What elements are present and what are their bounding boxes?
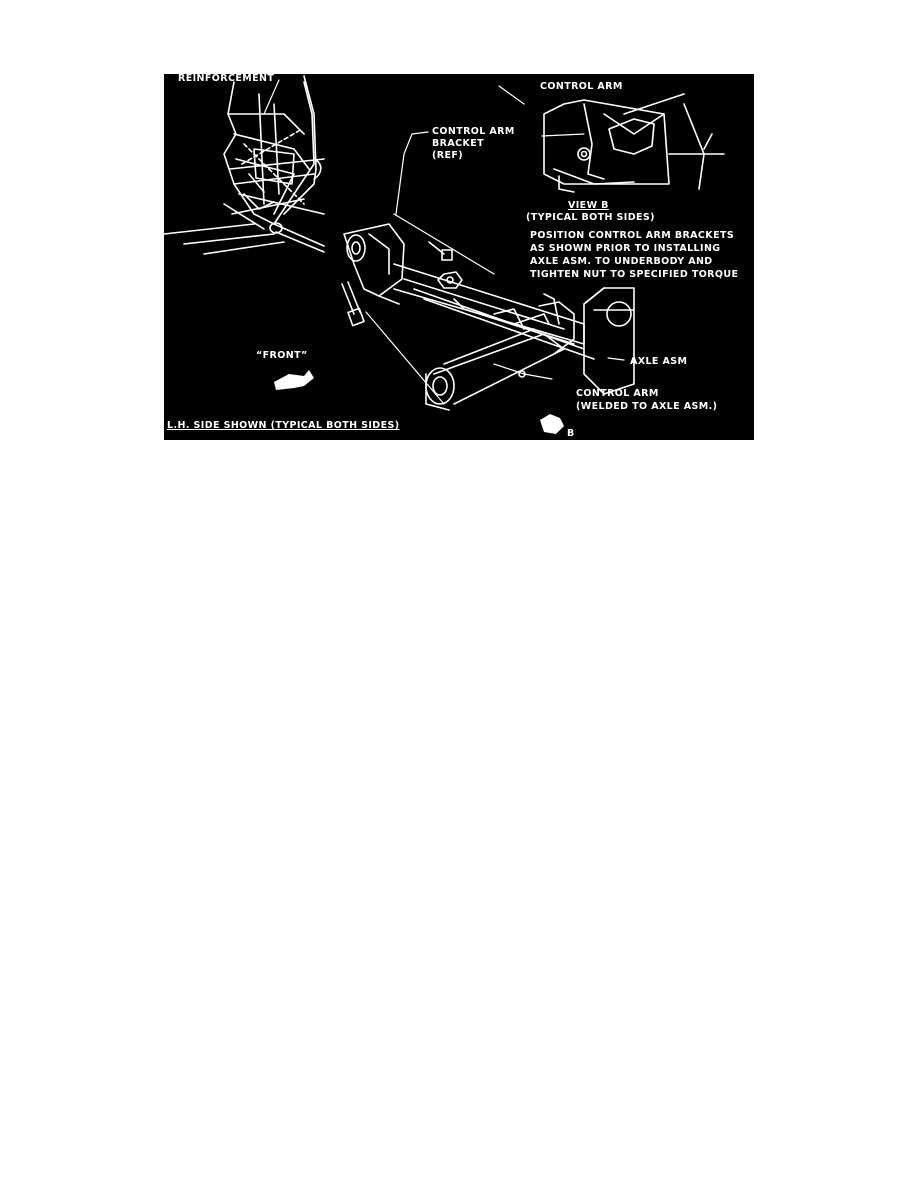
- view-b-inset: [543, 93, 725, 193]
- label-position-line-3: AXLE ASM. TO UNDERBODY AND: [530, 256, 713, 267]
- reinforcement-panel: [164, 75, 325, 255]
- line-drawing: [164, 75, 725, 434]
- label-view-b-arrow-letter: B: [567, 428, 575, 439]
- label-control-arm-welded-1: CONTROL ARM: [576, 388, 659, 399]
- front-arrow-icon: [274, 370, 314, 390]
- label-typical-both-sides: (TYPICAL BOTH SIDES): [526, 212, 655, 223]
- label-position-line-1: POSITION CONTROL ARM BRACKETS: [530, 230, 735, 241]
- control-arm-welded: [425, 313, 565, 411]
- label-control-arm-bracket-1: CONTROL ARM: [432, 126, 515, 137]
- bolt-upper-right: [428, 241, 453, 261]
- label-position-line-2: AS SHOWN PRIOR TO INSTALLING: [530, 243, 721, 254]
- nut: [437, 271, 463, 289]
- bolt-long: [269, 222, 325, 253]
- label-position-line-4: TIGHTEN NUT TO SPECIFIED TORQUE: [530, 269, 739, 280]
- control-arm-bracket: [343, 223, 405, 305]
- diagram-figure: REINFORCEMENT CONTROL ARM CONTROL ARM BR…: [164, 74, 754, 440]
- label-side-shown: L.H. SIDE SHOWN (TYPICAL BOTH SIDES): [167, 420, 400, 431]
- label-control-arm-bracket-2: BRACKET: [432, 138, 485, 149]
- label-view-b: VIEW B: [568, 200, 609, 211]
- label-axle-asm: AXLE ASM: [630, 356, 688, 367]
- label-control-arm-top: CONTROL ARM: [540, 81, 623, 92]
- bolt-lower: [341, 281, 365, 327]
- label-control-arm-welded-2: (WELDED TO AXLE ASM.): [576, 401, 718, 412]
- label-control-arm-bracket-3: (REF): [432, 150, 463, 161]
- view-b-arrow-icon: [540, 414, 564, 434]
- label-reinforcement: REINFORCEMENT: [178, 74, 275, 84]
- leader-lines: [263, 79, 625, 405]
- label-front: “FRONT”: [256, 350, 308, 361]
- axle-assembly: [393, 263, 635, 395]
